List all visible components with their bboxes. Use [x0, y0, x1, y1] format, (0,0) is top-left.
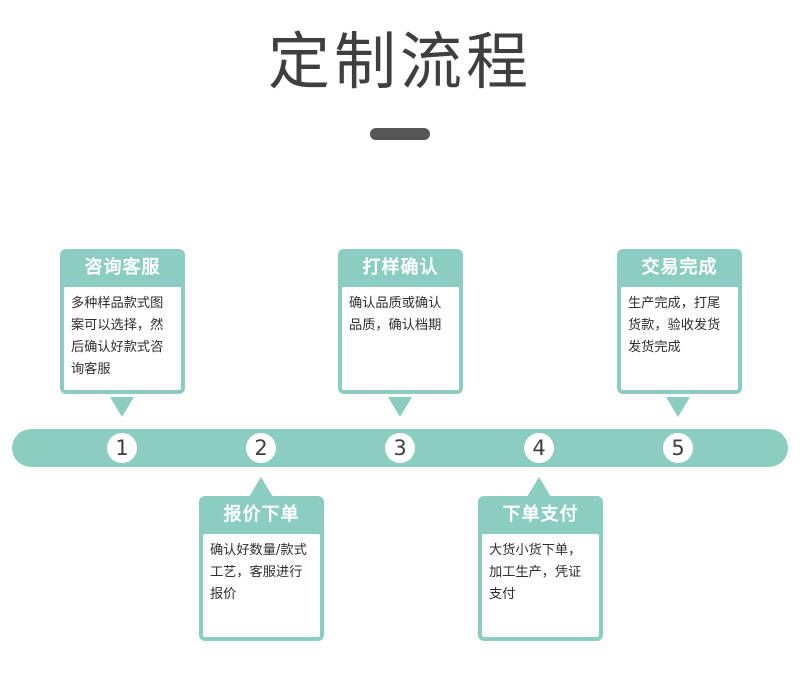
step-text-line: 货款，验收发货 [628, 318, 721, 333]
title-underline [370, 128, 430, 140]
step-heading: 咨询客服 [84, 257, 161, 278]
pointer-arrow [249, 477, 273, 497]
step-text-line: 支付 [489, 587, 516, 602]
step-text-line: 大货小货下单， [489, 543, 582, 558]
step-number-badge: 1 [107, 433, 137, 463]
step-number-badge: 4 [524, 433, 554, 463]
step-text-line: 报价 [210, 587, 237, 602]
step-description: 大货小货下单， 加工生产，凭证 支付 [482, 534, 599, 637]
step-description: 确认好数量/款式 工艺，客服进行 报价 [203, 534, 320, 637]
step-text-line: 案可以选择，然 [71, 318, 164, 333]
page-title: 定制流程 [267, 25, 532, 98]
step-card-quote: 报价下单 确认好数量/款式 工艺，客服进行 报价 [199, 496, 324, 641]
step-card-consult: 咨询客服 多种样品款式图 案可以选择，然 后确认好款式咨 询客服 [60, 249, 185, 394]
step-text-line: 确认好数量/款式 [210, 543, 307, 558]
pointer-arrow [527, 477, 551, 497]
step-text-line: 品质，确认档期 [349, 318, 442, 333]
step-text-line: 发货完成 [628, 340, 681, 355]
step-description: 多种样品款式图 案可以选择，然 后确认好款式咨 询客服 [64, 287, 181, 390]
step-number-badge: 2 [246, 433, 276, 463]
pointer-arrow [666, 397, 690, 417]
step-heading: 报价下单 [223, 504, 300, 525]
step-text-line: 加工生产，凭证 [489, 565, 582, 580]
step-text-line: 确认品质或确认 [349, 296, 442, 311]
step-card-complete: 交易完成 生产完成，打尾 货款，验收发货 发货完成 [617, 249, 742, 394]
step-text-line: 生产完成，打尾 [628, 296, 721, 311]
pointer-arrow [110, 397, 134, 417]
step-heading: 打样确认 [362, 257, 439, 278]
step-heading: 下单支付 [502, 504, 579, 525]
step-card-sample: 打样确认 确认品质或确认 品质，确认档期 [338, 249, 463, 394]
step-description: 生产完成，打尾 货款，验收发货 发货完成 [621, 287, 738, 390]
step-card-payment: 下单支付 大货小货下单， 加工生产，凭证 支付 [478, 496, 603, 641]
step-text-line: 询客服 [71, 362, 111, 377]
pointer-arrow [388, 397, 412, 417]
step-text-line: 工艺，客服进行 [210, 565, 303, 580]
step-heading: 交易完成 [641, 257, 718, 278]
step-description: 确认品质或确认 品质，确认档期 [342, 287, 459, 390]
step-text-line: 多种样品款式图 [71, 296, 164, 311]
step-number-badge: 5 [663, 433, 693, 463]
step-number-badge: 3 [385, 433, 415, 463]
step-text-line: 后确认好款式咨 [71, 340, 164, 355]
